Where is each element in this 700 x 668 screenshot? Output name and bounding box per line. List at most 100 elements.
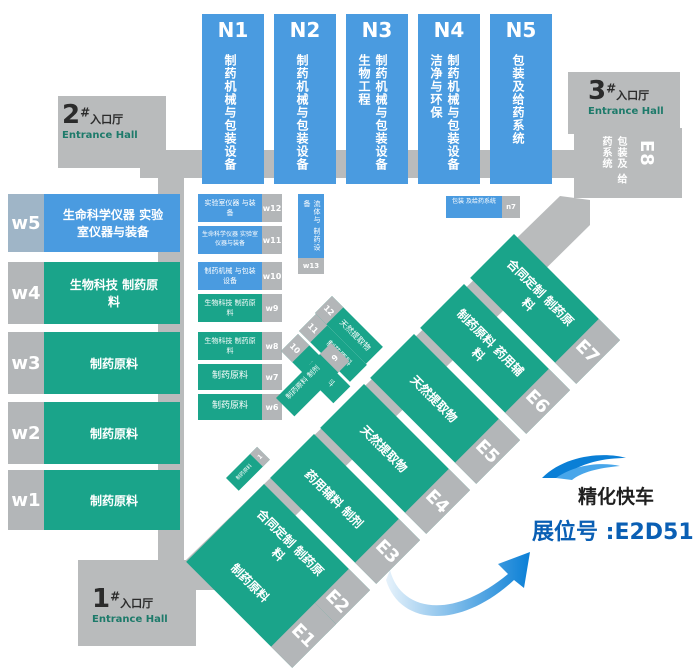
hall-w12-code: w12 [262,203,282,213]
hall-d11-code: 11 [306,321,321,336]
booth-arrow-icon [386,552,530,617]
hall-w8-label: 生物科技 制药原料 [204,337,256,355]
hall-w13-codebox: w13 [298,258,324,274]
entrance-1-en: Entrance Hall [92,614,168,625]
hall-w12[interactable]: 实验室仪器 与装备 w12 [198,194,282,222]
hall-w5[interactable]: w5 生命科学仪器 实验室仪器与装备 [8,194,180,252]
hall-d10-code: 10 [288,341,303,356]
hall-w4-code: w4 [11,282,41,304]
hall-w8[interactable]: 生物科技 制药原料 w8 [198,332,282,360]
entrance-3-hall [568,72,680,134]
entrance-2-cn: 入口厅 [90,113,124,126]
entrance-2-sup: # [80,105,91,120]
hall-w12-codebox: w12 [262,194,282,222]
hall-n2-label: 制药机械与包装设备 [295,54,309,171]
hall-w13[interactable]: 流体与 制药设备 w13 [298,194,324,274]
hall-w4-codebox: w4 [8,262,44,324]
entrance-1[interactable]: 1#入口厅 Entrance Hall [92,584,192,625]
entrance-3[interactable]: 3#入口厅 Entrance Hall [588,76,680,117]
e8-hall [574,128,682,198]
entrance-3-sup: # [606,81,617,96]
hall-w11-label: 生命科学仪器 实验室仪器与装备 [202,231,258,247]
hall-w5-code: w5 [11,212,41,234]
hall-w6[interactable]: 制药原料 w6 [198,394,282,420]
hall-w1-codebox: w1 [8,470,44,530]
hall-w9-label: 生物科技 制药原料 [204,299,256,317]
hall-n5-label: 包装及给药系统 [511,54,525,145]
hall-n5-code: N5 [505,18,537,42]
hall-n3-code: N3 [361,18,393,42]
entrance-3-en: Entrance Hall [588,106,664,117]
hall-w7-code: w7 [265,372,279,382]
hall-n2[interactable]: N2 制药机械与包装设备 [274,14,336,184]
hall-n3[interactable]: N3 制药机械与包装设备 生物工程 [346,14,408,184]
entrance-2-number: 2 [62,100,81,130]
hall-n2-code: N2 [289,18,321,42]
hall-w12-label: 实验室仪器 与装备 [204,199,256,217]
hall-w9[interactable]: 生物科技 制药原料 w9 [198,294,282,322]
entrance-2-hall [58,96,166,168]
hall-w10-code: w10 [262,271,282,281]
hall-w11-code: w11 [262,235,282,245]
hall-n7-codebox: n7 [502,196,520,218]
hall-n1-code: N1 [217,18,249,42]
hall-n1-label: 制药机械与包装设备 [223,54,237,171]
hall-w3[interactable]: w3 制药原料 [8,332,180,394]
hall-w7[interactable]: 制药原料 w7 [198,364,282,390]
hall-w1-code: w1 [11,489,41,511]
hall-w10-codebox: w10 [262,262,282,290]
hall-d1-code: 1 [255,452,264,461]
hall-n5[interactable]: N5 包装及给药系统 [490,14,552,184]
hall-w3-label: 制药原料 [89,356,138,371]
hall-n7-label: 包装 及给药系统 [452,198,496,205]
hall-w5-codebox: w5 [8,194,44,252]
hall-w13-label: 流体与 制药设备 [303,200,321,252]
hall-w11-codebox: w11 [262,226,282,254]
hall-w9-codebox: w9 [262,294,282,322]
hall-w2[interactable]: w2 制药原料 [8,402,180,464]
hall-w11[interactable]: 生命科学仪器 实验室仪器与装备 w11 [198,226,282,254]
hall-n3-label: 制药机械与包装设备 生物工程 [357,54,388,171]
hall-w9-code: w9 [265,303,279,313]
entrance-1-hall [78,560,196,646]
hall-n4-code: N4 [433,18,465,42]
entrance-2[interactable]: 2#入口厅 Entrance Hall [62,100,162,141]
hall-n1[interactable]: N1 制药机械与包装设备 [202,14,264,184]
hall-e8-code: E8 [636,140,657,167]
entrance-3-cn: 入口厅 [616,89,650,102]
hall-w6-code: w6 [265,402,279,412]
hall-w2-code: w2 [11,422,41,444]
hall-n4-label: 制药机械与包装设备 洁净与环保 [429,54,460,171]
hall-w7-label: 制药原料 [211,371,248,381]
brand-logo-icon [542,455,626,480]
hall-n7-code: n7 [506,203,516,211]
hall-w10[interactable]: 制药机械 与包装设备 w10 [198,262,282,290]
entrance-1-cn: 入口厅 [120,597,154,610]
entrance-2-en: Entrance Hall [62,130,138,141]
hall-w2-codebox: w2 [8,402,44,464]
booth-number: 展位号 :E2D51 [532,520,694,545]
hall-w13-code: w13 [302,262,320,270]
hall-d9-code: 9 [329,352,340,363]
entrance-3-number: 3 [588,76,607,106]
hall-w2-label: 制药原料 [89,426,138,441]
hall-e8[interactable]: 包装及 给药系统 E8 [576,128,682,194]
hall-d12-code: 12 [322,303,337,318]
hall-n7[interactable]: 包装 及给药系统 n7 [446,196,520,218]
hall-w7-codebox: w7 [262,364,282,390]
hall-w4[interactable]: w4 生物科技 制药原料 [8,262,180,324]
hall-w3-codebox: w3 [8,332,44,394]
hall-w6-label: 制药原料 [211,401,248,411]
hall-w1[interactable]: w1 制药原料 [8,470,180,530]
hall-n4[interactable]: N4 制药机械与包装设备 洁净与环保 [418,14,480,184]
hall-w8-code: w8 [265,341,279,351]
hall-w5-label: 生命科学仪器 实验室仪器与装备 [62,208,164,239]
brand-name: 精化快车 [578,486,655,508]
hall-e8-label: 包装及 给药系统 [600,136,626,185]
entrance-1-sup: # [110,589,121,604]
hall-w6-codebox: w6 [262,394,282,420]
hall-w1-label: 制药原料 [89,493,138,508]
hall-w8-codebox: w8 [262,332,282,360]
hall-w3-code: w3 [11,352,41,374]
hall-w4-label: 生物科技 制药原料 [69,278,159,309]
